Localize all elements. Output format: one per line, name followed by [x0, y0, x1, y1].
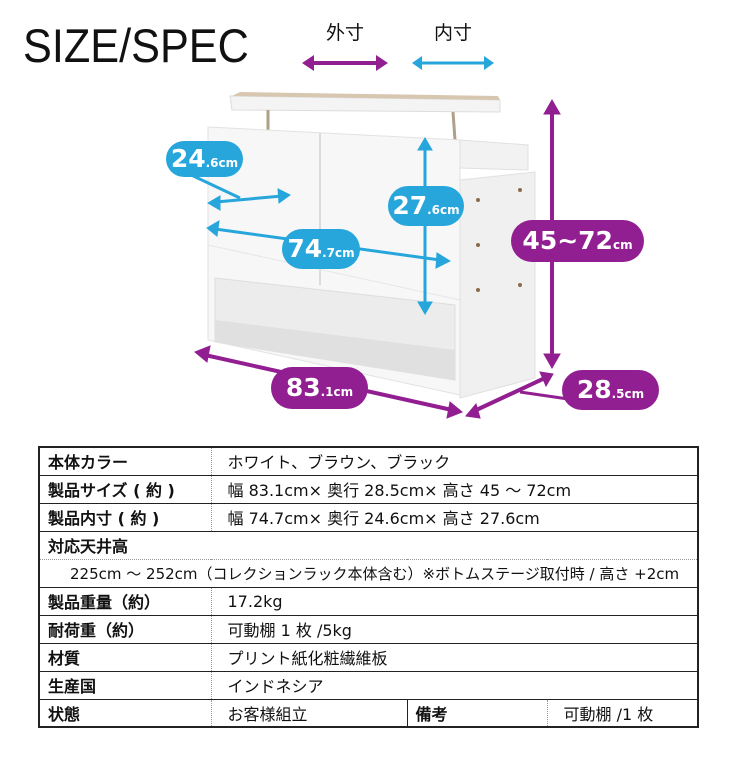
table-row: 製品重量（約） 17.2kg: [39, 587, 698, 616]
inner-width-badge: 74.7cm: [282, 229, 360, 269]
load-value: 可動棚 1 枚 /5kg: [211, 615, 698, 644]
material-label: 材質: [39, 643, 212, 672]
inner-height-badge: 27.6cm: [388, 186, 464, 226]
table-row: 製品内寸 ( 約 ) 幅 74.7cm× 奥行 24.6cm× 高さ 27.6c…: [39, 503, 698, 532]
table-row: 製品サイズ ( 約 ) 幅 83.1cm× 奥行 28.5cm× 高さ 45 ～…: [39, 475, 698, 504]
color-label: 本体カラー: [39, 447, 212, 476]
inner-size-value: 幅 74.7cm× 奥行 24.6cm× 高さ 27.6cm: [211, 503, 698, 532]
weight-value: 17.2kg: [211, 587, 698, 616]
remarks-label: 備考: [406, 699, 548, 728]
outer-width-badge: 83.1cm: [271, 367, 368, 409]
origin-value: インドネシア: [211, 671, 698, 700]
table-row: 材質 プリント紙化粧繊維板: [39, 643, 698, 672]
weight-label: 製品重量（約）: [39, 587, 212, 616]
page-title: SIZE/SPEC: [23, 19, 249, 72]
condition-value: お客様組立: [211, 699, 407, 728]
size-label: 製品サイズ ( 約 ): [39, 475, 212, 504]
table-row: 状態 お客様組立 備考 可動棚 /1 枚: [39, 699, 698, 728]
condition-label: 状態: [39, 699, 212, 728]
inner-size-label: 製品内寸 ( 約 ): [39, 503, 212, 532]
inner-depth-badge: 24.6cm: [166, 141, 243, 177]
legend-outer-label: 外寸: [325, 22, 364, 44]
ceiling-label: 対応天井高: [39, 531, 698, 560]
table-row: 本体カラー ホワイト、ブラウン、ブラック: [39, 447, 698, 476]
legend-inner-label: 内寸: [433, 22, 472, 44]
double-arrow-blue-icon: [412, 56, 494, 70]
remarks-value: 可動棚 /1 枚: [547, 699, 698, 728]
table-row: 225cm ～ 252cm（コレクションラック本体含む）※ボトムステージ取付時 …: [39, 559, 698, 588]
ceiling-value: 225cm ～ 252cm（コレクションラック本体含む）※ボトムステージ取付時 …: [39, 559, 698, 588]
legend-outer: 外寸: [302, 18, 388, 78]
double-arrow-purple-icon: [302, 55, 388, 71]
spec-table: 本体カラー ホワイト、ブラウン、ブラック 製品サイズ ( 約 ) 幅 83.1c…: [38, 446, 699, 728]
origin-label: 生産国: [39, 671, 212, 700]
legend-inner: 内寸: [412, 18, 494, 78]
outer-height-badge: 45~72cm: [511, 220, 644, 262]
outer-depth-badge: 28.5cm: [562, 370, 659, 410]
material-value: プリント紙化粧繊維板: [211, 643, 698, 672]
size-value: 幅 83.1cm× 奥行 28.5cm× 高さ 45 ～ 72cm: [211, 475, 698, 504]
table-row: 生産国 インドネシア: [39, 671, 698, 700]
color-value: ホワイト、ブラウン、ブラック: [211, 447, 698, 476]
load-label: 耐荷重（約）: [39, 615, 212, 644]
table-row: 対応天井高: [39, 531, 698, 560]
table-row: 耐荷重（約） 可動棚 1 枚 /5kg: [39, 615, 698, 644]
